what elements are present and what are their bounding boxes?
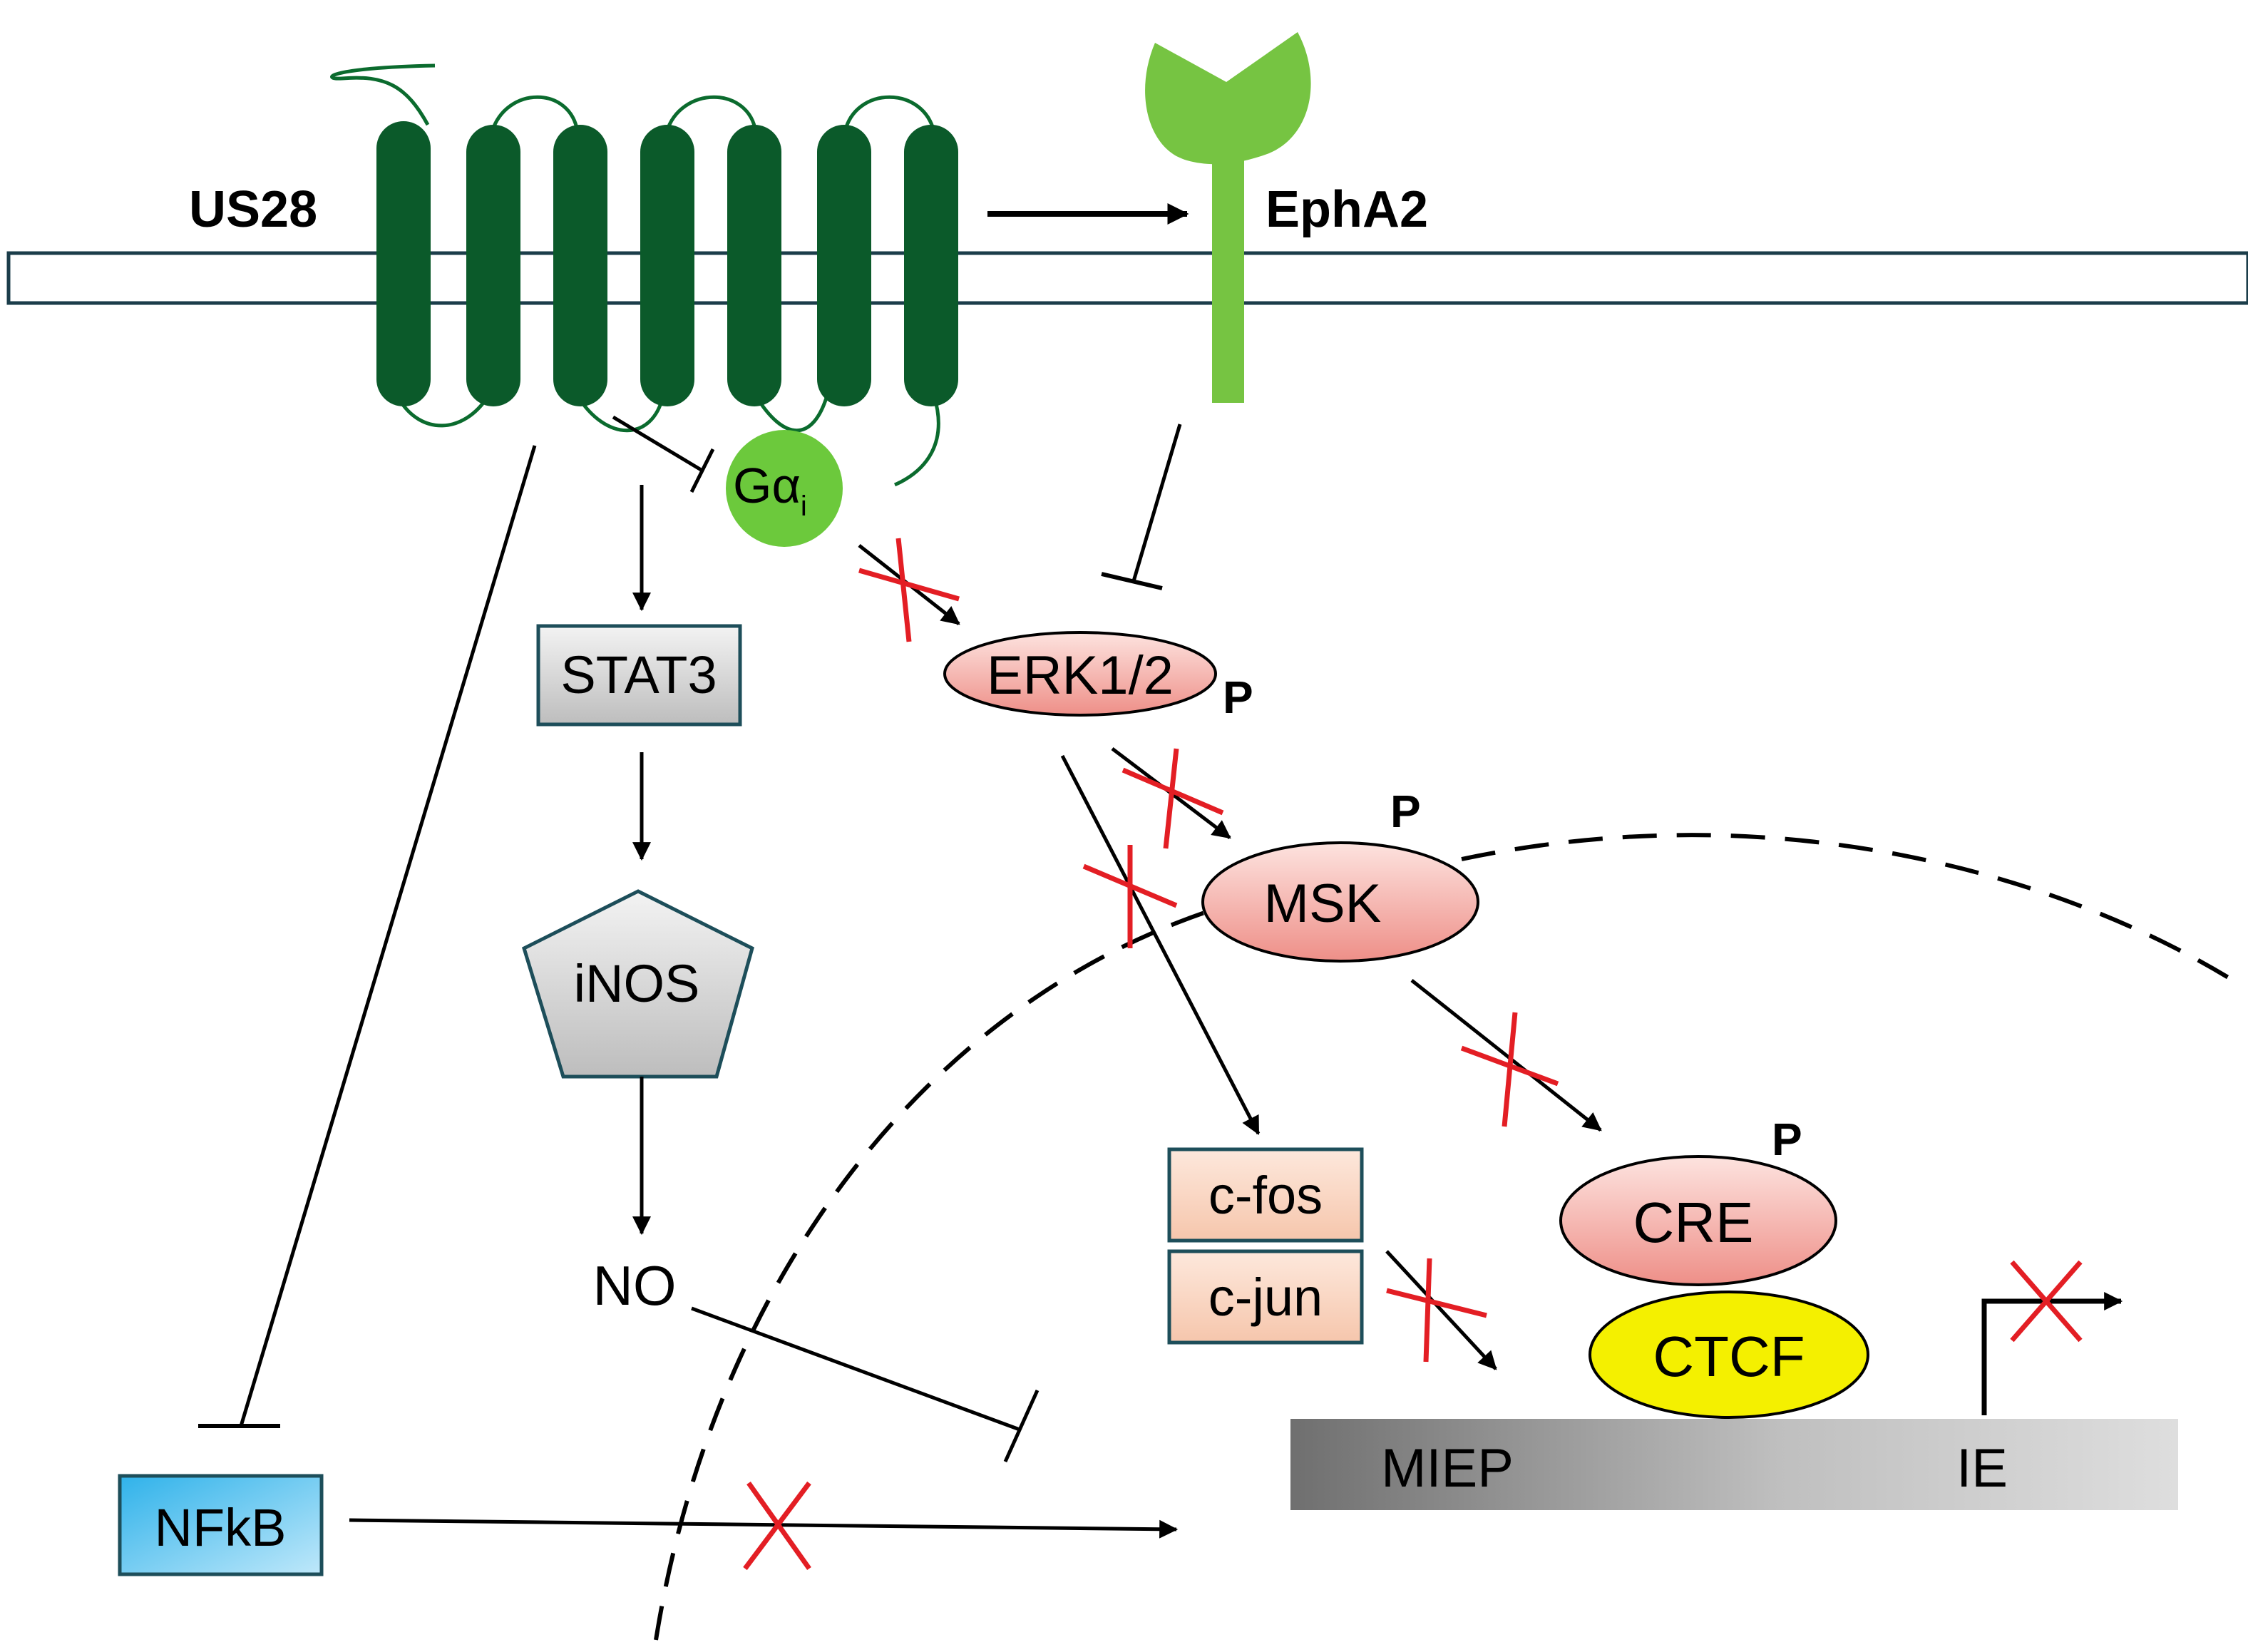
cre-phospho-label: P (1772, 1114, 1802, 1165)
msk-phospho-label: P (1390, 786, 1421, 837)
us28-receptor (330, 63, 958, 487)
nfkb-block-x (743, 1481, 811, 1571)
svg-text:MIEP: MIEP (1381, 1438, 1514, 1499)
no-label: NO (593, 1254, 677, 1317)
stat3-node: STAT3 (536, 624, 742, 727)
cre-node: CRE P (1559, 1114, 1837, 1286)
nfkb-node: NFkB (118, 1474, 324, 1576)
cfos-node: c-fos (1167, 1147, 1364, 1243)
miep-promoter: MIEP IE (1290, 1419, 2178, 1510)
svg-text:CRE: CRE (1633, 1191, 1754, 1254)
epha2-inhibits-erk (1101, 424, 1182, 590)
svg-text:MSK: MSK (1264, 873, 1382, 934)
nuclear-envelope (654, 833, 2240, 1641)
transcription-start-arrow (1981, 1292, 2123, 1415)
ctcf-node: CTCF (1589, 1291, 1869, 1419)
inos-node: iNOS (521, 889, 754, 1079)
ie-label: IE (1956, 1438, 2008, 1499)
erk-node: ERK1/2 P (943, 631, 1253, 723)
svg-text:Gαi: Gαi (733, 458, 807, 522)
svg-text:iNOS: iNOS (574, 954, 700, 1013)
svg-text:c-jun: c-jun (1208, 1268, 1323, 1327)
erk-to-cfos-arrow (1060, 754, 1261, 1135)
epha2-label: EphA2 (1266, 181, 1428, 238)
epha2-receptor (1145, 32, 1311, 403)
galpha-erk-block-x (858, 538, 960, 642)
nfkb-to-miep-arrow (349, 1518, 1179, 1539)
galpha-i: Gαi (726, 430, 843, 547)
svg-text:CTCF: CTCF (1653, 1325, 1805, 1388)
msk-cre-block-x (1460, 1012, 1559, 1127)
msk-node: MSK P (1201, 786, 1479, 963)
plasma-membrane (6, 251, 2248, 305)
erk-phospho-label: P (1223, 672, 1253, 723)
svg-text:ERK1/2: ERK1/2 (987, 645, 1174, 706)
erk-cfos-block-x (1082, 845, 1178, 948)
jun-to-miep-arrow (1385, 1250, 1497, 1370)
svg-text:STAT3: STAT3 (560, 645, 717, 704)
us28-inhibits-galpha (612, 415, 715, 493)
no-inhibits-miep (691, 1306, 1040, 1463)
svg-text:c-fos: c-fos (1208, 1166, 1323, 1225)
svg-text:NFkB: NFkB (155, 1498, 287, 1557)
us28-inhibits-nfkb (198, 445, 537, 1428)
cjun-node: c-jun (1167, 1249, 1364, 1345)
us28-label: US28 (189, 181, 317, 238)
msk-to-cre-arrow (1410, 979, 1602, 1132)
transcription-block-x (2010, 1260, 2083, 1343)
jun-miep-block-x (1386, 1258, 1487, 1363)
erk-msk-block-x (1122, 748, 1224, 849)
